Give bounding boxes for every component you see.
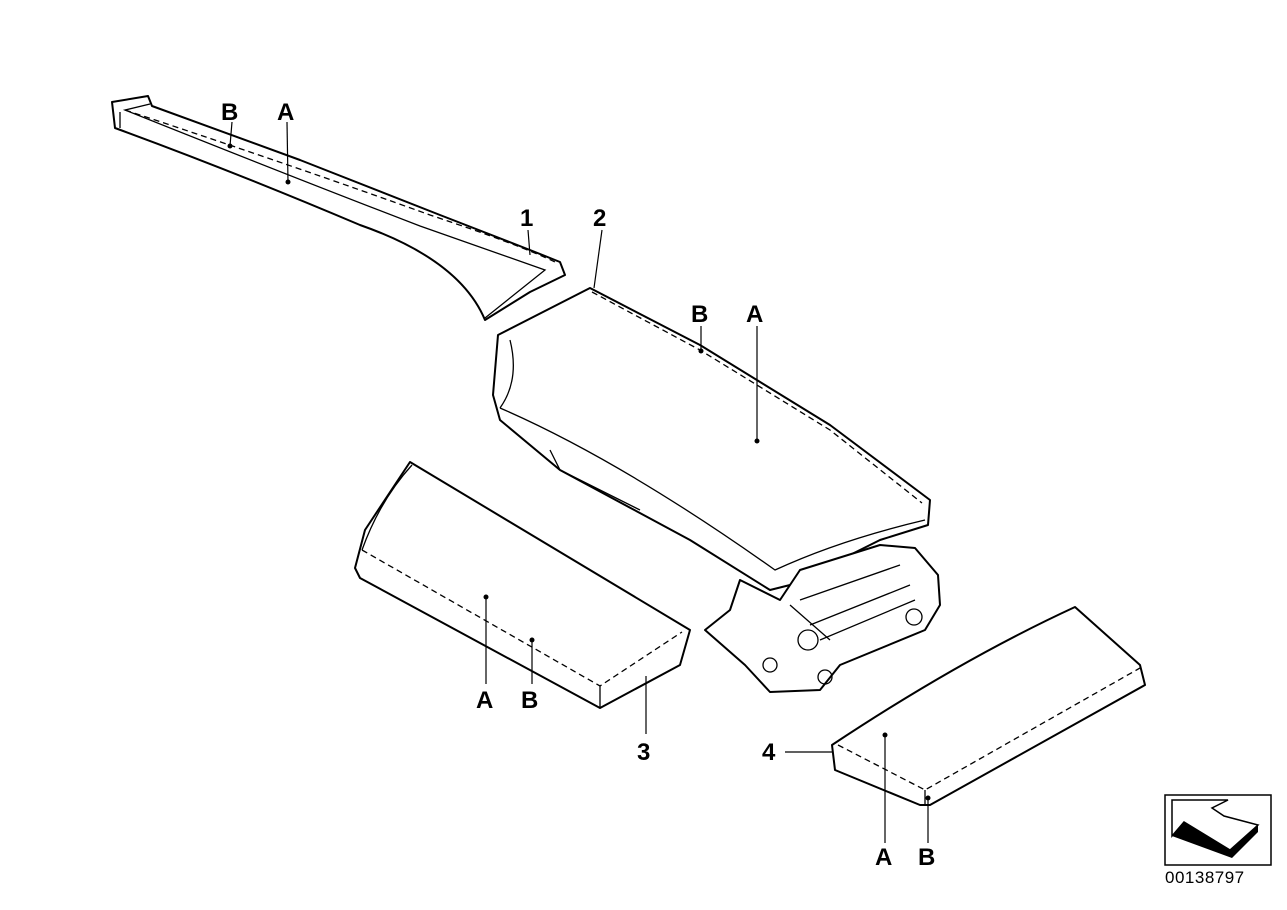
marker-b-part-4: B — [918, 844, 935, 871]
marker-a-part-4: A — [875, 844, 892, 871]
hinge-base — [704, 544, 941, 693]
part-number-2: 2 — [593, 205, 606, 232]
part-number-1: 1 — [520, 205, 533, 232]
callouts: B A 1 2 B A A B 3 4 A B — [221, 99, 935, 871]
part-number-4: 4 — [762, 739, 776, 766]
marker-a-part-2: A — [746, 301, 763, 328]
marker-a-part-3: A — [476, 687, 493, 714]
part-3-pad — [354, 461, 691, 709]
marker-b-part-1: B — [221, 99, 238, 126]
marker-b-part-3: B — [521, 687, 538, 714]
marker-b-part-2: B — [691, 301, 708, 328]
part-2-armrest-lid — [492, 287, 931, 591]
part-1-trim — [111, 95, 566, 321]
part-4-pad — [831, 606, 1146, 806]
marker-a-part-1: A — [277, 99, 294, 126]
arrow-orientation-icon — [1164, 794, 1272, 866]
document-number: 00138797 — [1165, 868, 1245, 887]
part-number-3: 3 — [637, 739, 650, 766]
